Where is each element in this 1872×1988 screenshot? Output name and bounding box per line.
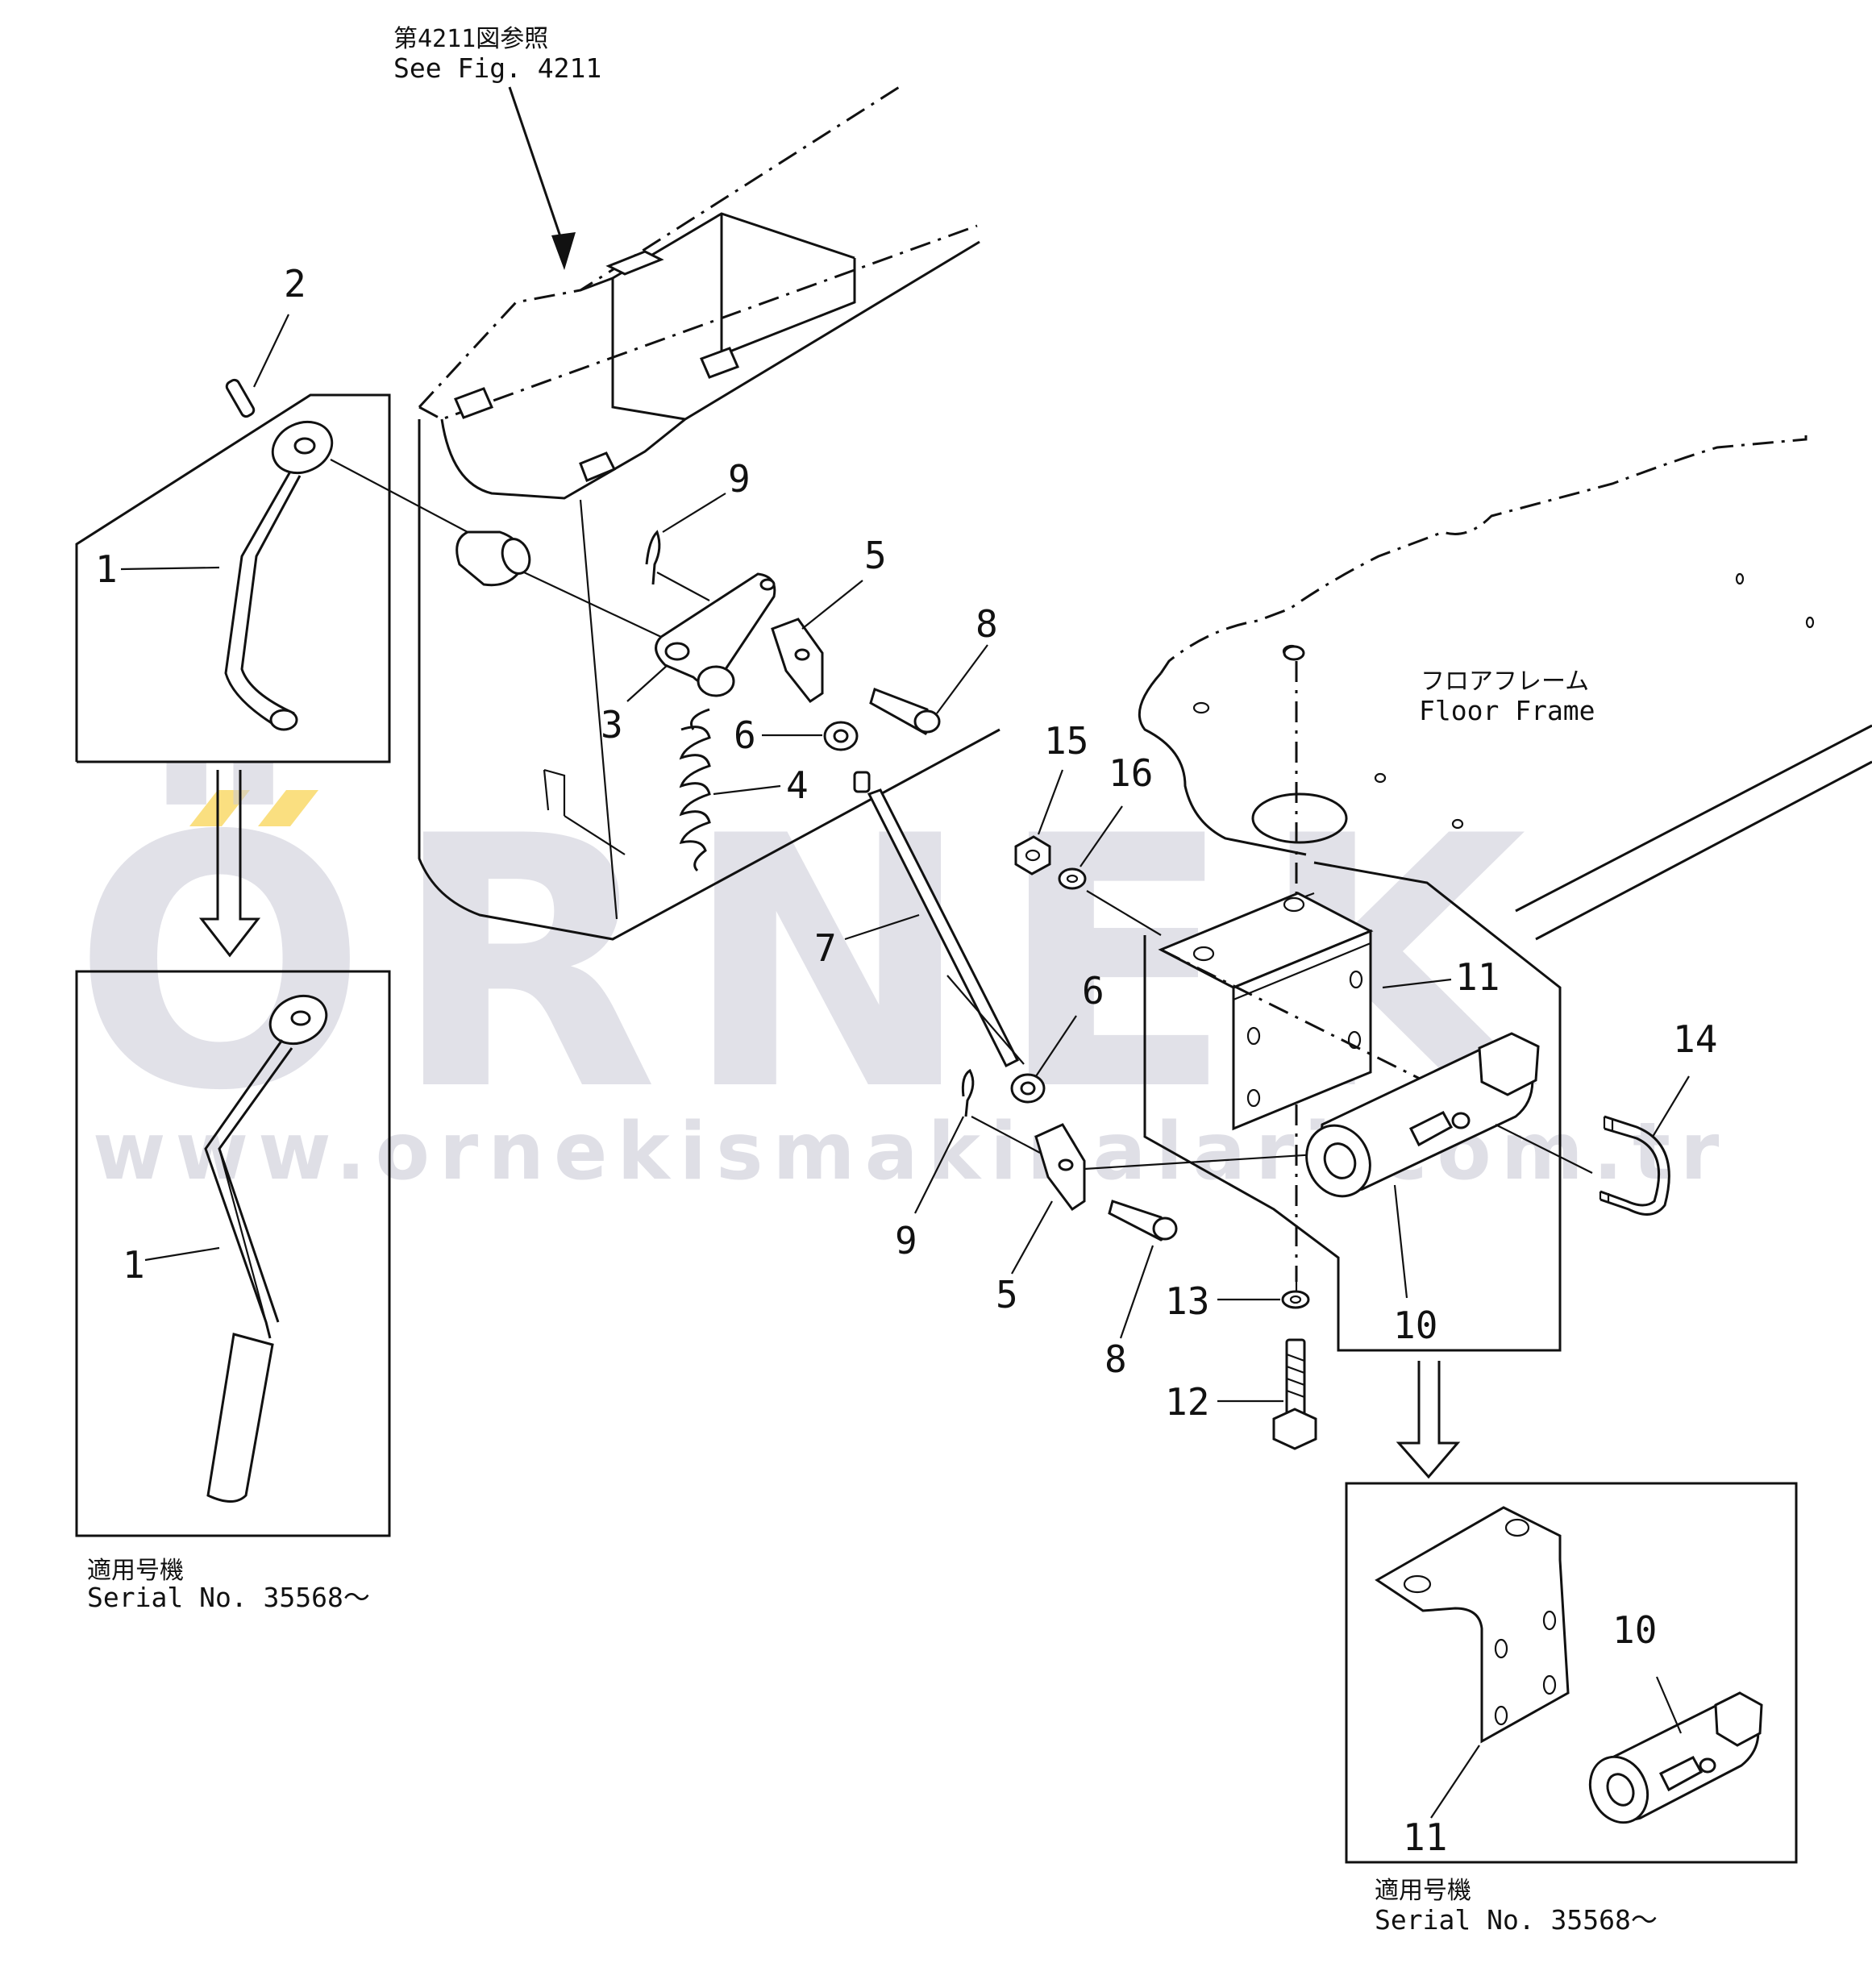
callout-8-bottom: 8 <box>1104 1337 1127 1381</box>
callout-2: 2 <box>284 262 306 306</box>
floor-frame-jp: フロアフレーム <box>1421 668 1589 696</box>
linkage-assembly <box>645 530 1408 1241</box>
callout-1-top: 1 <box>95 547 118 591</box>
callout-6-bottom: 6 <box>1082 969 1104 1013</box>
floor-frame: フロアフレーム Floor Frame <box>1138 435 1872 941</box>
callout-1-inset: 1 <box>123 1243 145 1287</box>
callout-12: 12 <box>1165 1380 1209 1424</box>
arrow-head-icon <box>551 232 576 270</box>
inset-right-en: Serial No. 35568～ <box>1375 1904 1658 1936</box>
header-ref-jp: 第4211図参照 <box>393 25 548 53</box>
floor-frame-en: Floor Frame <box>1419 695 1595 726</box>
arrow-down-right <box>1396 1361 1461 1479</box>
callout-5-top: 5 <box>864 534 887 577</box>
callout-9-top: 9 <box>728 457 751 501</box>
inset-left-en: Serial No. 35568～ <box>87 1582 370 1613</box>
inset-right: 適用号機 Serial No. 35568～ <box>1345 1482 1798 1936</box>
inset-left: 適用号機 Serial No. 35568～ <box>75 970 391 1613</box>
header-ref-en: See Fig. 4211 <box>393 52 601 84</box>
callout-5-bottom: 5 <box>996 1273 1018 1316</box>
header-reference: 第4211図参照 See Fig. 4211 <box>393 25 601 270</box>
callout-11: 11 <box>1455 955 1500 999</box>
pin-icon <box>225 378 256 418</box>
inset-left-jp: 適用号機 <box>87 1557 184 1585</box>
callout-11-inset: 11 <box>1403 1815 1447 1859</box>
inset-right-jp: 適用号機 <box>1375 1877 1471 1905</box>
callout-9-bottom: 9 <box>895 1219 917 1262</box>
callout-4: 4 <box>786 763 809 807</box>
callout-16: 16 <box>1109 751 1153 795</box>
callout-10-inset: 10 <box>1612 1608 1657 1652</box>
arrow-down-left <box>198 770 261 958</box>
callout-13: 13 <box>1165 1279 1209 1323</box>
callout-3: 3 <box>601 703 623 747</box>
callout-7: 7 <box>814 926 837 970</box>
callout-14: 14 <box>1673 1017 1717 1061</box>
callout-8-top: 8 <box>976 602 998 646</box>
callouts: 1 1 2 3 4 5 5 6 6 7 8 8 9 <box>95 262 1717 1859</box>
spring-icon <box>679 708 711 872</box>
console-housing <box>418 83 1000 941</box>
callout-6-top: 6 <box>734 713 756 757</box>
bracket-valve-assembly <box>1014 645 1670 1450</box>
callout-15: 15 <box>1044 719 1088 763</box>
callout-10: 10 <box>1393 1304 1437 1347</box>
lever-panel-top <box>75 378 662 763</box>
